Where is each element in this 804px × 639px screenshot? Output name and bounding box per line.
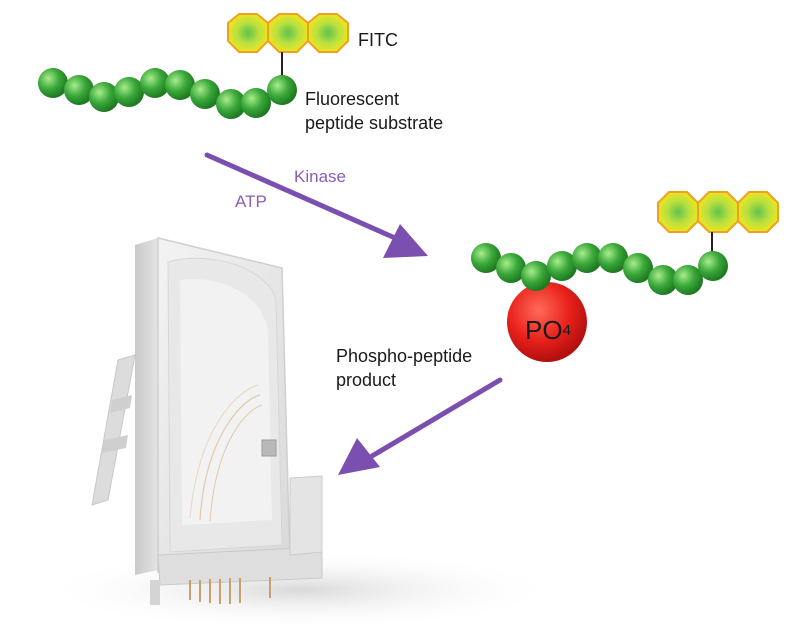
- product-label-line2: product: [336, 370, 397, 390]
- microfluidic-chip-device: [40, 237, 560, 630]
- atp-label: ATP: [235, 192, 267, 211]
- substrate-label-line1: Fluorescent: [305, 89, 400, 109]
- fluorescent-peptide-substrate: [38, 13, 349, 119]
- phosphate-subscript: 4: [562, 321, 571, 339]
- product-label-line1: Phospho-peptide: [336, 346, 473, 366]
- fitc-fluorophore-product: [657, 191, 779, 233]
- fitc-fluorophore: [227, 13, 349, 53]
- kinase-label: Kinase: [294, 167, 346, 186]
- fitc-label: FITC: [358, 30, 398, 50]
- phosphate-group: [507, 282, 587, 362]
- phospho-peptide-product: [471, 191, 779, 362]
- phosphate-text: PO: [525, 314, 563, 345]
- kinase-reaction-arrow: [204, 152, 428, 258]
- product-arrow: [338, 377, 503, 475]
- substrate-label-line2: peptide substrate: [305, 113, 444, 133]
